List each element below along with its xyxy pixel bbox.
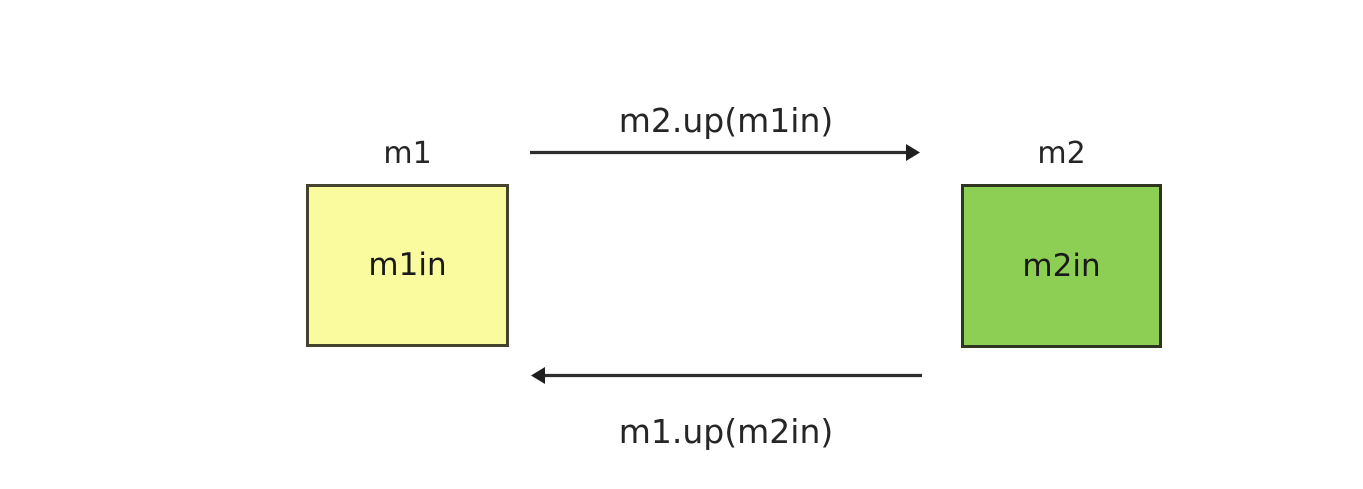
arrow-right-head-icon	[906, 144, 920, 161]
node-box-m2[interactable]: m2in	[961, 184, 1162, 348]
arrow-left-head-icon	[531, 367, 545, 384]
arrow-right-m1-to-m2	[530, 144, 920, 161]
node-caption-m2: m2	[1037, 136, 1086, 171]
arrow-left-m2-to-m1	[531, 367, 922, 384]
arrow-label-m2-up-m1in: m2.up(m1in)	[618, 101, 834, 140]
arrow-label-m1-up-m2in: m1.up(m2in)	[618, 412, 834, 451]
node-inner-label-m2in: m2in	[1022, 247, 1101, 284]
node-box-m1[interactable]: m1in	[306, 184, 509, 347]
node-caption-m1: m1	[383, 136, 432, 171]
node-inner-label-m1in: m1in	[368, 247, 447, 283]
